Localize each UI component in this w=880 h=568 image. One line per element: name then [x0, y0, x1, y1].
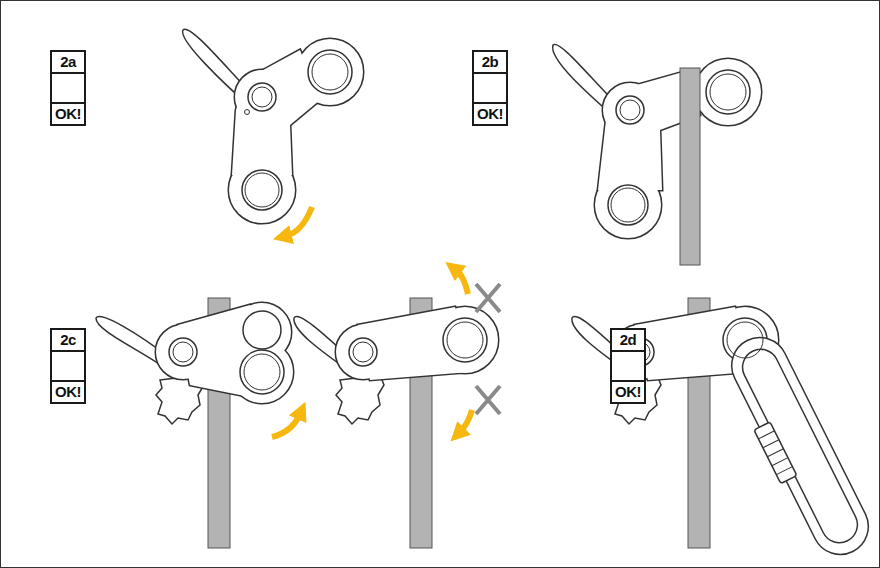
status-label: OK!: [474, 104, 506, 124]
step-badge: 2dOK!: [610, 328, 646, 404]
badge-divider: [52, 72, 84, 104]
badge-divider: [474, 72, 506, 104]
step-number: 2b: [474, 52, 506, 72]
status-label: OK!: [612, 382, 644, 402]
step-number: 2a: [52, 52, 84, 72]
step-badge: 2cOK!: [50, 328, 86, 404]
badge-divider: [612, 350, 644, 382]
status-label: OK!: [52, 104, 84, 124]
step-number: 2d: [612, 330, 644, 350]
status-label: OK!: [52, 382, 84, 402]
step-badge: 2aOK!: [50, 50, 86, 126]
badge-divider: [52, 350, 84, 382]
step-badge: 2bOK!: [472, 50, 508, 126]
step-number: 2c: [52, 330, 84, 350]
